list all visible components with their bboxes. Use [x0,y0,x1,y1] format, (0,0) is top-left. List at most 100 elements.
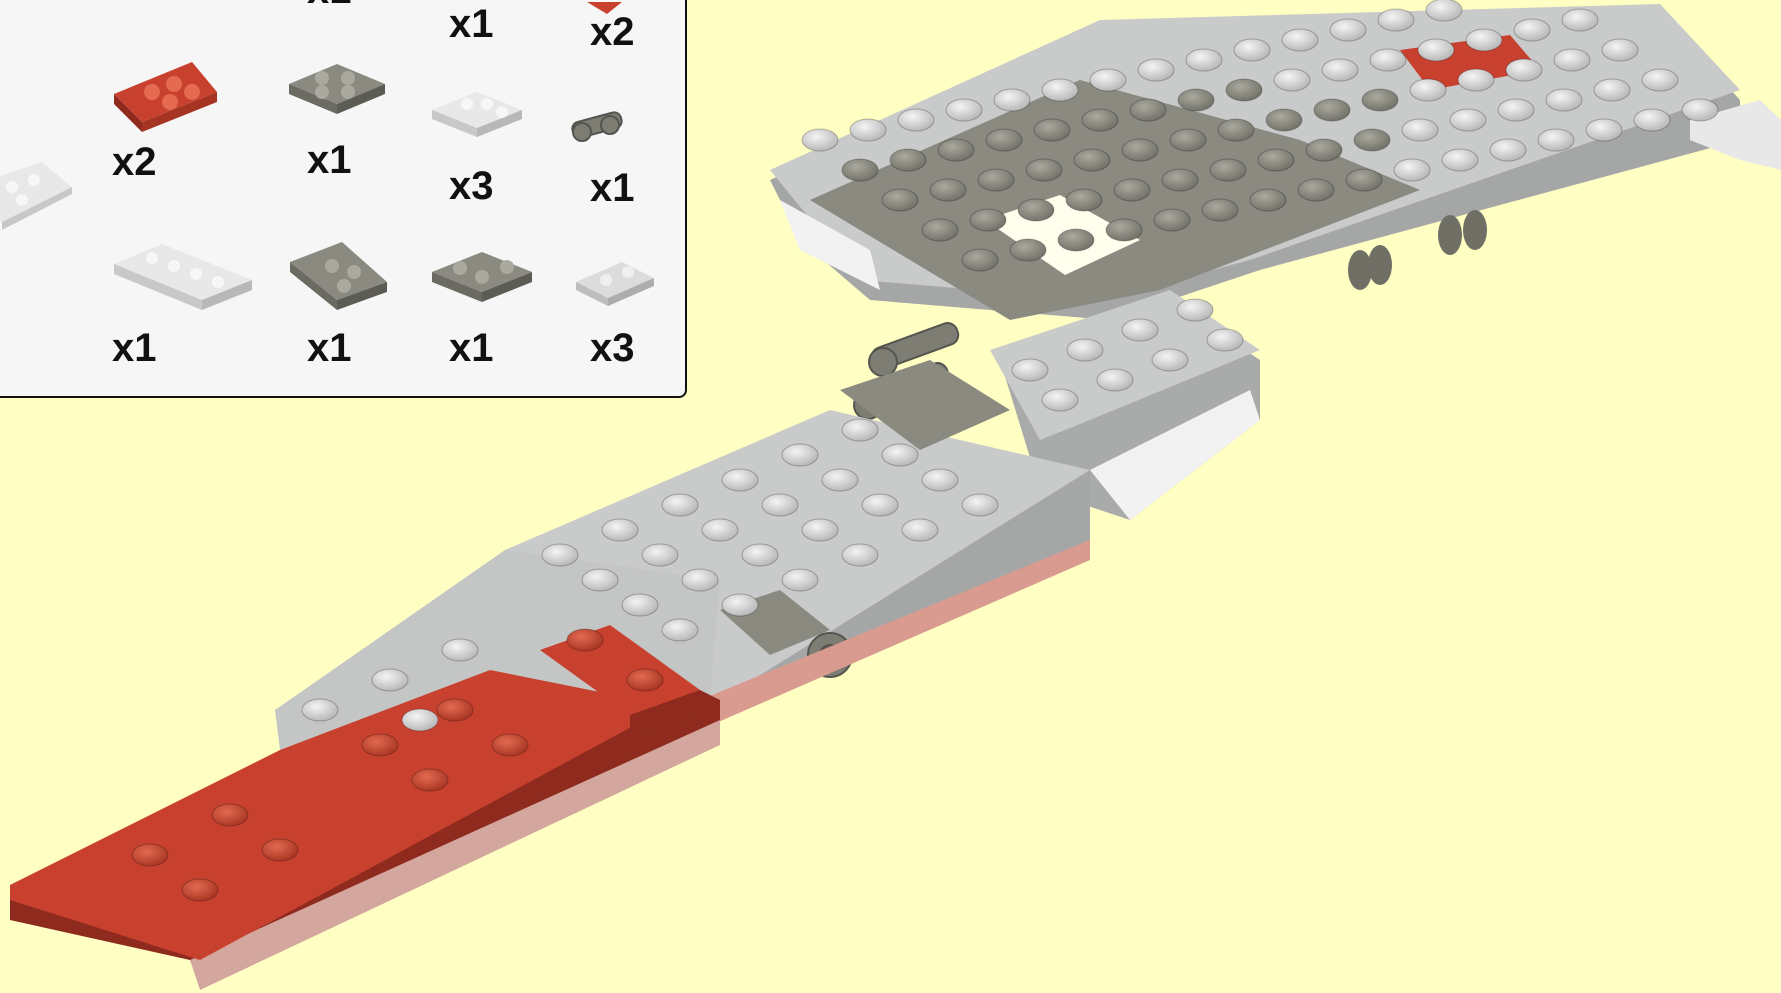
stud [437,699,473,721]
stud [742,544,778,566]
stud [802,519,838,541]
stud [930,179,966,201]
stud [1186,49,1222,71]
wedge-plate-red-icon [114,62,217,132]
stud [1642,69,1678,91]
stud [1178,89,1214,111]
stud [1122,139,1158,161]
upper-plate-assembly [770,0,1781,320]
stud [567,629,603,651]
stud [702,519,738,541]
stud [262,839,298,861]
stud [1298,179,1334,201]
qty-label: x1 [307,140,352,180]
stud [722,469,758,491]
qty-label: x2 [590,12,635,52]
stud [1330,19,1366,41]
stud [1466,29,1502,51]
lower-plate-assembly [10,550,720,990]
stud [1138,59,1174,81]
stud [1012,359,1048,381]
stud [1074,149,1110,171]
qty-label: x2 [112,142,157,182]
stud [1402,119,1438,141]
stud [842,544,878,566]
stud [1514,19,1550,41]
stud [1130,99,1166,121]
stud [922,469,958,491]
stud [1082,109,1118,131]
stud [1210,159,1246,181]
stud [1506,59,1542,81]
stud [1546,89,1582,111]
stud [662,494,698,516]
stud [402,709,438,731]
stud [762,494,798,516]
stud [1370,49,1406,71]
stud [412,769,448,791]
stud [1010,239,1046,261]
stud [898,109,934,131]
wedge-plate-2x4-white-icon [114,244,252,310]
stud [1266,109,1302,131]
stud [622,594,658,616]
stud [1306,139,1342,161]
stud [1152,349,1188,371]
stud [182,879,218,901]
stud [1682,99,1718,121]
stud [842,159,878,181]
stud [1258,149,1294,171]
stud [1177,299,1213,321]
stud [862,494,898,516]
plate-1x2-light-gray-icon [576,262,654,306]
stud [442,639,478,661]
stud [1154,209,1190,231]
stud [1562,9,1598,31]
stud [1314,99,1350,121]
stud [362,734,398,756]
qty-label: x1 [307,0,352,10]
qty-label: x1 [449,4,494,44]
stud [1162,169,1198,191]
stud [1498,99,1534,121]
stud [662,619,698,641]
stud [1586,119,1622,141]
stud [1274,69,1310,91]
stud [542,544,578,566]
stud [627,669,663,691]
stud [802,129,838,151]
stud [722,594,758,616]
stud [1346,169,1382,191]
stud [1058,229,1094,251]
qty-label: x3 [449,166,494,206]
stud [1226,79,1262,101]
stud [372,669,408,691]
stud [902,519,938,541]
stud [1207,329,1243,351]
stud [1418,39,1454,61]
stud [1114,179,1150,201]
stud [938,139,974,161]
bar-holder-clip-icon [571,111,623,141]
stud [978,169,1014,191]
stud [882,444,918,466]
stud [1106,219,1142,241]
stud [890,149,926,171]
stud [1354,129,1390,151]
stud [582,569,618,591]
stud [1097,369,1133,391]
stud [850,119,886,141]
stud [642,544,678,566]
stud [1122,319,1158,341]
plate-2x2-dark-gray-icon [289,64,385,114]
stud [1234,39,1270,61]
stud [1322,59,1358,81]
stud [970,209,1006,231]
stud [1538,129,1574,151]
stud [1602,39,1638,61]
stud [986,129,1022,151]
stud [1594,79,1630,101]
stud [212,804,248,826]
stud [1282,29,1318,51]
stud [1067,339,1103,361]
